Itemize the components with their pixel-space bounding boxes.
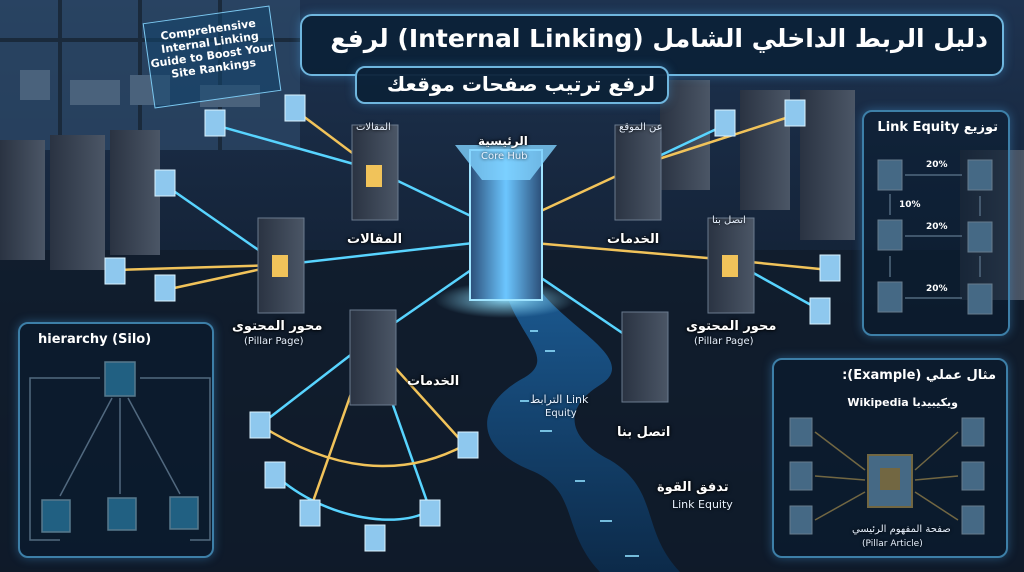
link-equity-label-en: Equity	[545, 408, 577, 419]
link-equity-panel-title: توزيع Link Equity	[877, 120, 998, 135]
example-panel-title: مثال عملي (Example):	[842, 368, 996, 383]
equity-pct-1: 20%	[926, 160, 948, 170]
example-center-label-en: (Pillar Article)	[862, 539, 923, 549]
page-subtitle: لرفع ترتيب صفحات موقعك	[387, 72, 655, 96]
pillar-right-label-ar: محور المحتوى	[686, 319, 776, 334]
silo-panel-title: hierarchy (Silo)	[38, 332, 151, 347]
flow-label-en: Link Equity	[672, 498, 733, 511]
example-source-label: ويكيبيديا Wikipedia	[847, 396, 958, 409]
pillar-left-label-en: (Pillar Page)	[244, 336, 304, 347]
equity-pct-2: 10%	[899, 200, 921, 210]
pillar-right-label-en: (Pillar Page)	[694, 336, 754, 347]
contact-top-label: اتصل بنا	[712, 215, 746, 226]
silo-panel: hierarchy (Silo)	[18, 322, 214, 558]
example-center-label-ar: صفحة المفهوم الرئيسي	[852, 524, 951, 535]
equity-pct-3: 20%	[926, 222, 948, 232]
hub-label-ar: الرئيسية	[478, 134, 528, 148]
articles-top-label: المقالات	[356, 122, 391, 133]
articles-node-label: المقالات	[347, 232, 402, 247]
hub-label-en: Core Hub	[481, 151, 528, 162]
pillar-left-label-ar: محور المحتوى	[232, 319, 322, 334]
services-bottom-label: الخدمات	[407, 374, 459, 389]
subtitle-banner: لرفع ترتيب صفحات موقعك	[355, 66, 669, 104]
link-equity-label-ar: الترابط Link	[530, 393, 588, 406]
english-title-sign: Comprehensive Internal Linking Guide to …	[143, 6, 282, 109]
contact-bottom-label: اتصل بنا	[617, 425, 670, 440]
example-panel: مثال عملي (Example): ويكيبيديا Wikipedia…	[772, 358, 1008, 558]
page-title: دليل الربط الداخلي الشامل (Internal Link…	[330, 24, 988, 53]
flow-label-ar: تدفق القوة	[657, 480, 729, 495]
equity-pct-4: 20%	[926, 284, 948, 294]
services-node-label: الخدمات	[607, 232, 659, 247]
about-top-label: عن الموقع	[619, 122, 663, 133]
